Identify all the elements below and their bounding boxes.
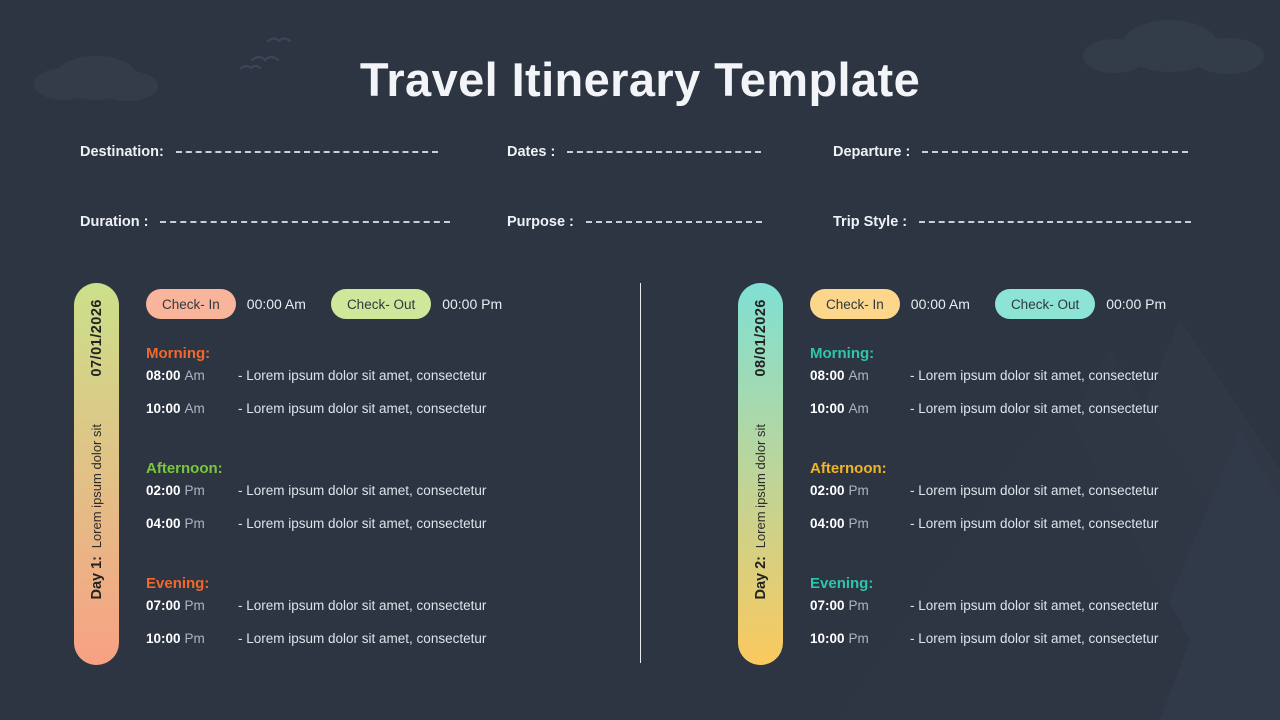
field-departure-label: Departure : [833, 144, 911, 160]
day-2-afternoon-title: Afternoon: [810, 460, 887, 477]
day-2-checkin-chip[interactable]: Check- In [810, 289, 900, 319]
field-trip-style-input[interactable] [919, 221, 1192, 223]
field-duration-label: Duration : [80, 214, 149, 230]
day-2-description: Lorem ipsum dolor sit [753, 423, 768, 549]
meta-row-1: Destination: Dates : Departure : [0, 144, 1280, 214]
day-2-label: Day 2: [752, 556, 769, 600]
day-1-checkout-time[interactable]: 00:00 Pm [442, 296, 503, 312]
field-destination[interactable]: Destination: [80, 144, 438, 160]
day-2-tab[interactable]: 08/01/2026 Day 2: Lorem ipsum dolor sit [738, 283, 783, 665]
entry-description: - Lorem ipsum dolor sit amet, consectetu… [910, 598, 1159, 613]
entry-description: - Lorem ipsum dolor sit amet, consectetu… [238, 598, 487, 613]
entry-description: - Lorem ipsum dolor sit amet, consectetu… [910, 483, 1159, 498]
field-purpose-input[interactable] [585, 221, 762, 223]
entry-description: - Lorem ipsum dolor sit amet, consectetu… [238, 401, 487, 416]
entry-description: - Lorem ipsum dolor sit amet, consectetu… [910, 368, 1159, 383]
day-2-checkout-time[interactable]: 00:00 Pm [1106, 296, 1167, 312]
day-1-tab[interactable]: 07/01/2026 Day 1: Lorem ipsum dolor sit [74, 283, 119, 665]
field-trip-style[interactable]: Trip Style : [833, 214, 1192, 230]
day-2-check-row: Check- In 00:00 Am Check- Out 00:00 Pm [810, 289, 1280, 319]
day-2-checkout-chip[interactable]: Check- Out [994, 289, 1096, 319]
entry-description: - Lorem ipsum dolor sit amet, consectetu… [238, 516, 487, 531]
day-1-body: Check- In 00:00 Am Check- Out 00:00 Pm M… [146, 283, 636, 664]
day-1-checkin-chip[interactable]: Check- In [146, 289, 236, 319]
day-1-description: Lorem ipsum dolor sit [89, 423, 104, 549]
entry-description: - Lorem ipsum dolor sit amet, consectetu… [238, 368, 487, 383]
meta-row-2: Duration : Purpose : Trip Style : [0, 214, 1280, 284]
field-dates-input[interactable] [567, 151, 762, 153]
entry-description: - Lorem ipsum dolor sit amet, consectetu… [910, 631, 1159, 646]
day-1-checkin-time[interactable]: 00:00 Am [246, 296, 306, 312]
trip-meta-form: Destination: Dates : Departure : Duratio… [0, 144, 1280, 284]
day-1-date: 07/01/2026 [88, 299, 105, 377]
entry-description: - Lorem ipsum dolor sit amet, consectetu… [238, 631, 487, 646]
day-2-checkin-time[interactable]: 00:00 Am [910, 296, 970, 312]
day-2-morning-title: Morning: [810, 345, 875, 362]
day-1-check-row: Check- In 00:00 Am Check- Out 00:00 Pm [146, 289, 636, 319]
itinerary-days: 07/01/2026 Day 1: Lorem ipsum dolor sit … [0, 283, 1280, 665]
day-2-date: 08/01/2026 [752, 299, 769, 377]
day-2-evening-title: Evening: [810, 575, 874, 592]
field-duration-input[interactable] [160, 221, 451, 223]
entry-description: - Lorem ipsum dolor sit amet, consectetu… [238, 483, 487, 498]
field-departure-input[interactable] [922, 151, 1189, 153]
day-1-label: Day 1: [88, 556, 105, 600]
day-1-morning-title: Morning: [146, 345, 211, 362]
field-trip-style-label: Trip Style : [833, 214, 908, 230]
page-title: Travel Itinerary Template [359, 53, 921, 106]
entry-description: - Lorem ipsum dolor sit amet, consectetu… [910, 401, 1159, 416]
field-departure[interactable]: Departure : [833, 144, 1189, 160]
entry-description: - Lorem ipsum dolor sit amet, consectetu… [910, 516, 1159, 531]
column-divider [640, 283, 641, 663]
day-1-afternoon-title: Afternoon: [146, 460, 223, 477]
field-destination-label: Destination: [80, 144, 164, 160]
day-1-checkout-chip[interactable]: Check- Out [330, 289, 432, 319]
day-1-evening-title: Evening: [146, 575, 210, 592]
field-purpose-label: Purpose : [507, 214, 574, 230]
field-dates-label: Dates : [507, 144, 556, 160]
field-dates[interactable]: Dates : [507, 144, 762, 160]
day-2-body: Check- In 00:00 Am Check- Out 00:00 Pm M… [810, 283, 1280, 664]
field-duration[interactable]: Duration : [80, 214, 451, 230]
field-purpose[interactable]: Purpose : [507, 214, 762, 230]
field-destination-input[interactable] [175, 151, 438, 153]
